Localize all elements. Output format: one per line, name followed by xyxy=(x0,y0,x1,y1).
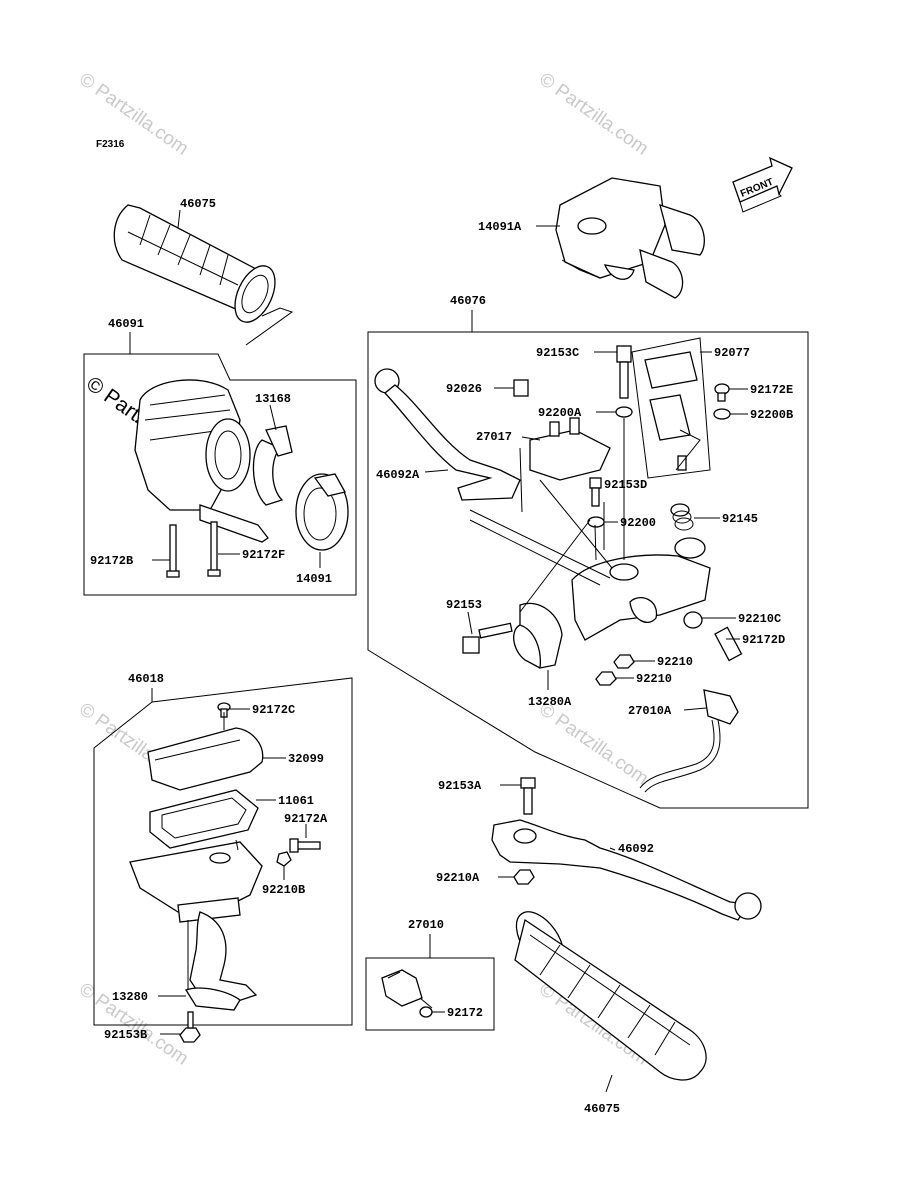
clamp-13280-part[interactable] xyxy=(185,987,241,1011)
group-box-46076 xyxy=(367,310,809,809)
label-14091: 14091 xyxy=(296,572,332,586)
screw-92172D-part[interactable] xyxy=(714,626,743,662)
screw-92172B-part[interactable] xyxy=(166,524,180,578)
master-cylinder-cover-14091A-part[interactable] xyxy=(555,177,705,299)
label-13280: 13280 xyxy=(112,990,148,1004)
label-92153: 92153 xyxy=(446,598,482,612)
washer-92200-part[interactable] xyxy=(587,516,605,528)
master-cylinder-body-part[interactable] xyxy=(129,841,263,1003)
watermark-2: © Partzilla.com xyxy=(535,69,652,160)
label-92210C: 92210C xyxy=(738,612,781,626)
nut-92026-part[interactable] xyxy=(513,379,529,397)
bolt-92153C-part[interactable] xyxy=(616,345,632,399)
label-46075-bottom: 46075 xyxy=(584,1102,620,1116)
label-92210B: 92210B xyxy=(262,883,305,897)
label-92172: 92172 xyxy=(447,1006,483,1020)
switch-housing-part[interactable] xyxy=(134,379,269,543)
screw-92172A-part[interactable] xyxy=(289,838,321,853)
label-92153B: 92153B xyxy=(104,1028,147,1042)
label-92172A: 92172A xyxy=(284,812,328,826)
group-box-46018 xyxy=(93,677,353,1026)
label-46091: 46091 xyxy=(108,317,144,331)
label-92153A: 92153A xyxy=(438,779,482,793)
lever-46092A-part[interactable] xyxy=(374,368,521,501)
label-92200A: 92200A xyxy=(538,406,582,420)
switch-27010-part[interactable] xyxy=(381,969,433,1009)
label-27017: 27017 xyxy=(476,430,512,444)
label-92172B: 92172B xyxy=(90,554,133,568)
screw-92172-part[interactable] xyxy=(419,1006,433,1018)
label-32099: 32099 xyxy=(288,752,324,766)
spring-92145-part[interactable] xyxy=(670,503,694,531)
gasket-11061-part[interactable] xyxy=(149,789,259,849)
label-92026: 92026 xyxy=(446,382,482,396)
label-14091A: 14091A xyxy=(478,220,522,234)
label-27010: 27010 xyxy=(408,918,444,932)
label-92172F: 92172F xyxy=(242,548,285,562)
grip-left-part[interactable] xyxy=(113,204,283,328)
label-46018: 46018 xyxy=(128,672,164,686)
label-92210A: 92210A xyxy=(436,871,480,885)
label-92172C: 92172C xyxy=(252,703,295,717)
bolt-92153D-part[interactable] xyxy=(589,477,602,507)
diagram-code: F2316 xyxy=(96,139,125,150)
bolt-92153B-part[interactable] xyxy=(179,1011,201,1043)
label-92200: 92200 xyxy=(620,516,656,530)
group-box-46091 xyxy=(83,332,357,596)
label-92153D: 92153D xyxy=(604,478,647,492)
label-92210-a: 92210 xyxy=(657,655,693,669)
cover-32099-part[interactable] xyxy=(147,727,264,791)
nut-92210C-part[interactable] xyxy=(683,611,703,629)
label-92153C: 92153C xyxy=(536,346,579,360)
ring-14091-part[interactable] xyxy=(295,473,349,551)
watermark-1: © Partzilla.com xyxy=(75,69,192,160)
bracket-92077-part[interactable] xyxy=(631,337,711,479)
clamp-13280A-part[interactable] xyxy=(513,602,563,669)
label-46092A: 46092A xyxy=(376,468,420,482)
nut-92210B-part[interactable] xyxy=(276,851,292,867)
group-box-27010 xyxy=(365,934,495,1031)
switch-27017-part[interactable] xyxy=(529,417,611,481)
grip-right-part[interactable] xyxy=(507,903,707,1081)
label-27010A: 27010A xyxy=(628,704,672,718)
label-46076: 46076 xyxy=(450,294,486,308)
label-13280A: 13280A xyxy=(528,695,572,709)
label-92200B: 92200B xyxy=(750,408,793,422)
bolt-92153A-part[interactable] xyxy=(520,777,536,815)
front-arrow-icon: FRONT xyxy=(732,156,793,213)
screw-92172F-part[interactable] xyxy=(207,521,221,577)
label-46092: 46092 xyxy=(618,842,654,856)
nut-92210-a-part[interactable] xyxy=(613,654,635,669)
label-13168: 13168 xyxy=(255,392,291,406)
label-11061: 11061 xyxy=(278,794,314,808)
label-92172D: 92172D xyxy=(742,633,785,647)
nut-92210A-part[interactable] xyxy=(513,869,535,885)
screw-92172E-part[interactable] xyxy=(714,383,730,402)
label-92172E: 92172E xyxy=(750,383,793,397)
bolt-92153-part[interactable] xyxy=(462,622,513,654)
washer-92200B-part[interactable] xyxy=(713,408,731,420)
label-92077: 92077 xyxy=(714,346,750,360)
nut-92210-b-part[interactable] xyxy=(595,671,617,686)
label-46075-top: 46075 xyxy=(180,197,216,211)
switch-27010A-part[interactable] xyxy=(639,689,739,793)
label-92145: 92145 xyxy=(722,512,758,526)
clamp-13168-part[interactable] xyxy=(252,425,293,506)
washer-92200A-part[interactable] xyxy=(615,406,633,418)
label-92210-b: 92210 xyxy=(636,672,672,686)
lever-46092-part[interactable] xyxy=(491,819,762,921)
